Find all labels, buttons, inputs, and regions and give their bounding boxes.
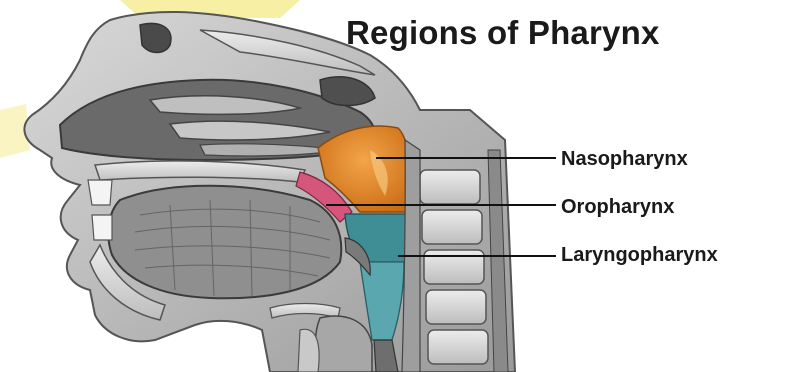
label-oropharynx: Oropharynx	[561, 196, 674, 219]
upper-teeth	[88, 180, 112, 205]
cervical-spine	[420, 150, 508, 372]
lower-teeth	[92, 215, 112, 240]
tongue	[108, 186, 341, 299]
vertebra	[422, 210, 482, 244]
vertebra	[420, 170, 480, 204]
label-laryngopharynx: Laryngopharynx	[561, 244, 718, 267]
vertebra	[426, 290, 486, 324]
diagram-title: Regions of Pharynx	[346, 14, 660, 52]
label-nasopharynx: Nasopharynx	[561, 148, 688, 171]
vertebra	[428, 330, 488, 364]
frontal-sinus	[140, 24, 171, 53]
